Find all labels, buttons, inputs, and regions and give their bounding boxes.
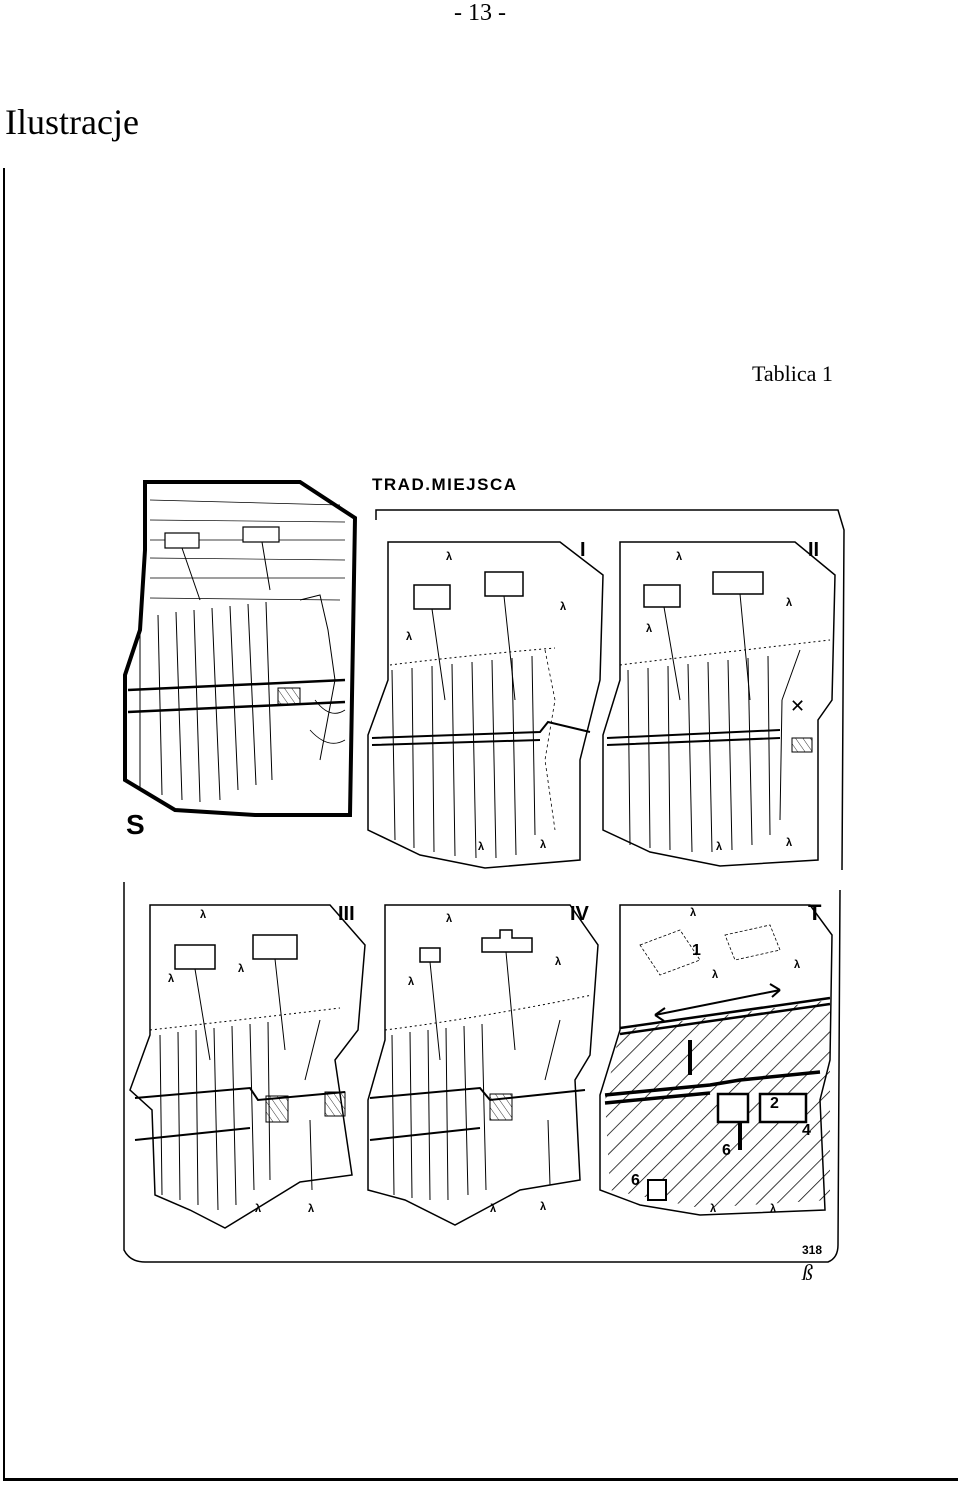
- page-number: - 13 -: [454, 0, 506, 26]
- map-panel-iii: III: [129, 903, 366, 1229]
- zone-number-1: 1: [692, 942, 701, 959]
- svg-text:λ: λ: [200, 909, 206, 921]
- zone-number-4: 4: [802, 1122, 811, 1139]
- map-panel-iv: IV: [367, 903, 599, 1226]
- svg-text:λ: λ: [238, 963, 244, 975]
- svg-text:λ: λ: [770, 1203, 776, 1215]
- svg-text:λ: λ: [710, 1203, 716, 1215]
- page-frame-bottom-rule: [3, 1478, 958, 1481]
- svg-text:λ: λ: [406, 631, 412, 643]
- svg-text:λ: λ: [646, 623, 652, 635]
- svg-text:λ: λ: [716, 841, 722, 853]
- section-title: Ilustracje: [5, 102, 139, 142]
- page-frame-left-rule: [3, 168, 5, 1478]
- zone-number-2: 2: [770, 1095, 779, 1112]
- panel-label-t: T: [808, 900, 822, 925]
- svg-text:λ: λ: [478, 841, 484, 853]
- svg-text:λ: λ: [446, 913, 452, 925]
- svg-text:λ: λ: [560, 601, 566, 613]
- svg-text:λ: λ: [712, 969, 718, 981]
- svg-text:λ: λ: [794, 959, 800, 971]
- panel-label-i: I: [580, 539, 586, 561]
- svg-text:λ: λ: [255, 1203, 261, 1215]
- svg-text:λ: λ: [308, 1203, 314, 1215]
- svg-text:λ: λ: [408, 976, 414, 988]
- svg-text:λ: λ: [786, 597, 792, 609]
- plate-caption: Tablica 1: [752, 361, 833, 386]
- marginal-number: 318: [802, 1243, 822, 1257]
- svg-text:λ: λ: [540, 839, 546, 851]
- svg-text:λ: λ: [446, 551, 452, 563]
- panel-label-ii: II: [808, 539, 819, 561]
- zone-number-6b: 6: [631, 1172, 640, 1189]
- map-panel-s: S: [123, 480, 358, 840]
- tree-symbols: λ λ λ λ λ λ λ λ λ λ λ λ λ λ λ λ λ λ λ λ λ λ λ λ λ: [168, 551, 800, 1215]
- panel-label-s: S: [126, 809, 145, 840]
- plate-heading: TRAD.MIEJSCA: [372, 475, 518, 494]
- svg-text:λ: λ: [690, 907, 696, 919]
- map-panel-i: I: [367, 539, 604, 869]
- panel-label-iii: III: [338, 903, 355, 925]
- map-panel-t: 1 2 6 6 4 T: [599, 900, 833, 1216]
- map-panel-ii: ✕ II: [602, 539, 836, 867]
- plate-outer-frame: [123, 509, 845, 1263]
- svg-text:λ: λ: [540, 1201, 546, 1213]
- svg-text:λ: λ: [490, 1203, 496, 1215]
- cross-symbol: ✕: [790, 696, 805, 716]
- svg-text:λ: λ: [786, 837, 792, 849]
- svg-text:λ: λ: [168, 973, 174, 985]
- zone-number-6: 6: [722, 1142, 731, 1159]
- svg-text:λ: λ: [555, 956, 561, 968]
- marginal-initials: ß: [801, 1260, 813, 1285]
- panel-label-iv: IV: [570, 903, 590, 925]
- svg-text:λ: λ: [676, 551, 682, 563]
